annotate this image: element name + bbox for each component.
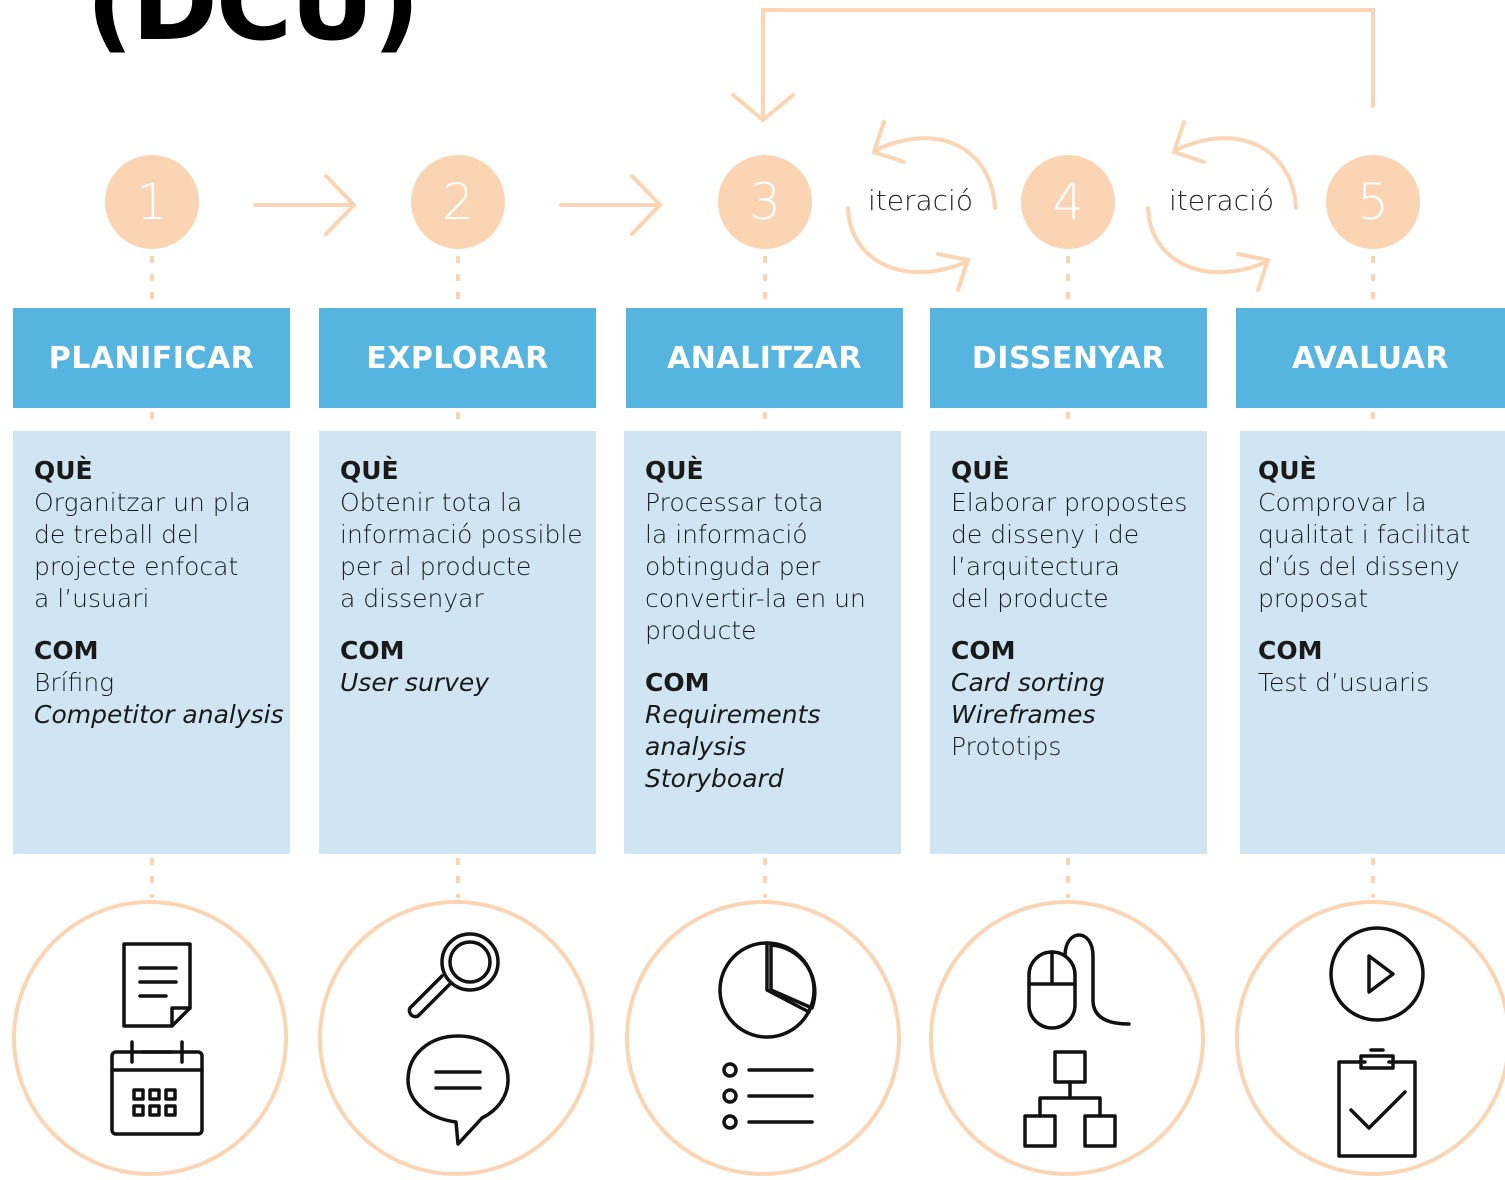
mouse-icon [1027, 933, 1131, 1030]
tool-item: Card sorting [951, 668, 1105, 697]
iteration-arrow-bottom-3-4 [936, 252, 971, 292]
iteration-label-3-4: iteració [868, 184, 973, 217]
phase-header-planificar: PLANIFICAR [13, 308, 290, 408]
que-text: Obtenir tota la informació possible per … [340, 488, 583, 613]
tool-item: User survey [340, 668, 490, 697]
tool-item: Test d’usuaris [1258, 668, 1430, 697]
magnifier-icon [407, 932, 500, 1019]
tool-item: Requirements [645, 700, 821, 729]
tool-item: Brífing [34, 668, 115, 697]
iteration-arc-bottom-3-4 [846, 206, 968, 275]
phase-content-dissenyar: QUÈ Elaborar propostes de disseny i de l… [930, 431, 1207, 854]
arrow-2-3 [559, 174, 663, 236]
com-label: COM [645, 668, 710, 697]
com-label: COM [1258, 636, 1323, 665]
iteration-arrow-top-3-4 [871, 120, 906, 164]
phase-header-dissenyar: DISSENYAR [930, 308, 1207, 408]
phase-header-explorar: EXPLORAR [319, 308, 596, 408]
feedback-arrow-head [731, 93, 795, 123]
phase-content-avaluar: QUÈ Comprovar la qualitat i facilitat d’… [1240, 431, 1505, 854]
phase-content-planificar: QUÈ Organitzar un pla de treball del pro… [13, 431, 290, 854]
iteration-arc-top-3-4 [874, 136, 997, 210]
arrow-1-2 [253, 174, 357, 236]
step-number-2: 2 [411, 155, 505, 249]
com-label: COM [340, 636, 405, 665]
icon-circle-planificar [12, 900, 288, 1176]
com-label: COM [34, 636, 99, 665]
que-label: QUÈ [951, 456, 1010, 485]
play-icon [1329, 926, 1425, 1022]
icon-circle-analitzar [625, 900, 901, 1176]
step-number-3: 3 [718, 155, 812, 249]
list-icon [722, 1062, 814, 1130]
que-label: QUÈ [1258, 456, 1317, 485]
sitemap-icon [1023, 1050, 1117, 1148]
phase-header-avaluar: AVALUAR [1236, 308, 1505, 408]
step-number-4: 4 [1021, 155, 1115, 249]
iteration-arc-top-4-5 [1174, 136, 1298, 210]
phase-content-analitzar: QUÈ Processar tota la informació obtingu… [624, 431, 901, 854]
calendar-icon [110, 1040, 204, 1136]
que-text: Comprovar la qualitat i facilitat d’ús d… [1258, 488, 1471, 613]
tool-item: analysis [645, 732, 747, 761]
clipboard-check-icon [1337, 1048, 1417, 1158]
feedback-loop-line [761, 8, 1375, 122]
icon-circle-explorar [318, 900, 594, 1176]
speech-bubble-icon [406, 1034, 510, 1146]
que-text: Organitzar un pla de treball del project… [34, 488, 251, 613]
com-label: COM [951, 636, 1016, 665]
que-label: QUÈ [340, 456, 399, 485]
step-number-1: 1 [105, 155, 199, 249]
tool-item: Competitor analysis [34, 700, 284, 729]
que-text: Elaborar propostes de disseny i de l’arq… [951, 488, 1188, 613]
que-label: QUÈ [34, 456, 93, 485]
icon-circle-avaluar [1235, 900, 1505, 1176]
tool-item: Prototips [951, 732, 1062, 761]
step-number-5: 5 [1326, 155, 1420, 249]
que-text: Processar tota la informació obtinguda p… [645, 488, 866, 645]
document-icon [122, 942, 192, 1028]
tool-item: Wireframes [951, 700, 1096, 729]
tool-item: Storyboard [645, 764, 784, 793]
que-label: QUÈ [645, 456, 704, 485]
iteration-arrow-top-4-5 [1171, 120, 1206, 164]
diagram-title: (DCU) [86, 0, 420, 64]
icon-circle-dissenyar [929, 900, 1205, 1176]
phase-header-analitzar: ANALITZAR [626, 308, 903, 408]
phase-content-explorar: QUÈ Obtenir tota la informació possible … [319, 431, 596, 854]
pie-chart-icon [718, 941, 817, 1039]
iteration-arrow-bottom-4-5 [1236, 252, 1271, 292]
iteration-label-4-5: iteració [1169, 184, 1274, 217]
iteration-arc-bottom-4-5 [1146, 206, 1268, 275]
